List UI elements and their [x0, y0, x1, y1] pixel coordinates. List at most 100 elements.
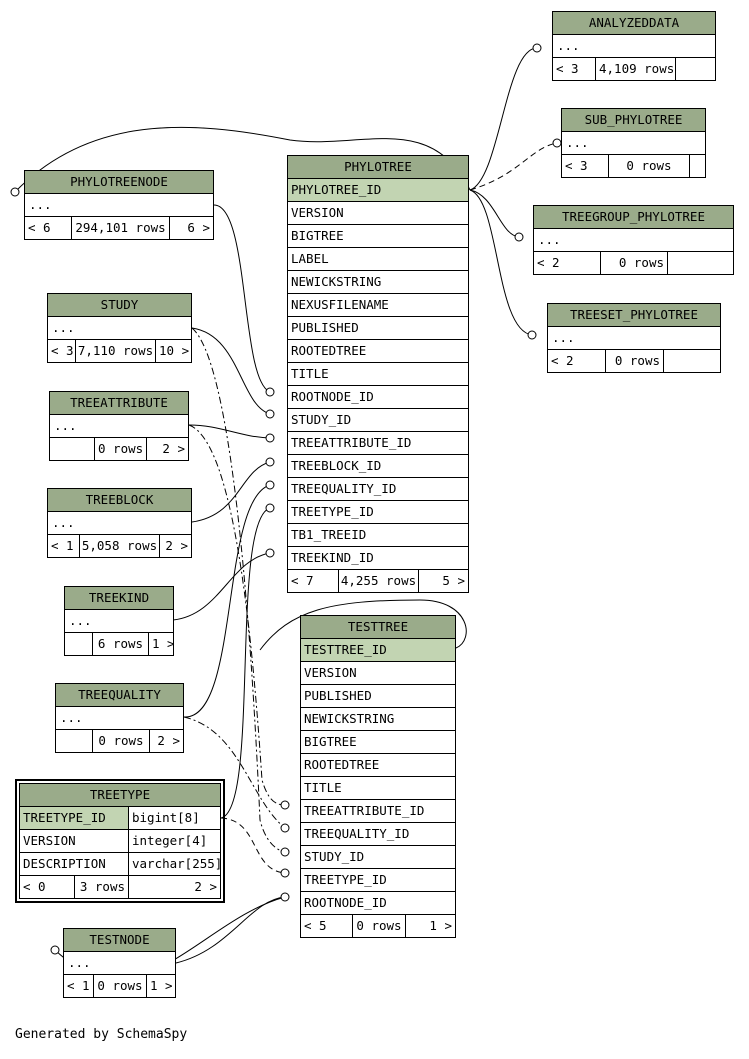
row-count: 7,110 rows	[76, 340, 156, 362]
row-count: 294,101 rows	[72, 217, 170, 239]
table-phylotree[interactable]: PHYLOTREE PHYLOTREE_ID VERSION BIGTREE L…	[287, 155, 469, 593]
table-treekind[interactable]: TREEKIND ... 6 rows 1 >	[64, 586, 174, 656]
column-name: TREETYPE_ID	[20, 807, 129, 829]
table-column: ...	[562, 132, 705, 155]
table-title: TREEBLOCK	[48, 489, 191, 512]
table-testtree[interactable]: TESTTREE TESTTREE_ID VERSION PUBLISHED N…	[300, 615, 456, 938]
children-count	[676, 58, 715, 80]
table-sub-phylotree[interactable]: SUB_PHYLOTREE ... < 3 0 rows	[561, 108, 706, 178]
row-count: 4,109 rows	[596, 58, 676, 80]
parents-count: < 0	[20, 876, 75, 898]
table-column-row: VERSION integer[4]	[20, 830, 220, 853]
parents-count	[56, 730, 93, 752]
table-footer: < 1 5,058 rows 2 >	[48, 535, 191, 557]
table-footer: < 5 0 rows 1 >	[301, 915, 455, 937]
column-treequality-id: TREEQUALITY_ID	[301, 823, 455, 846]
table-footer: < 0 3 rows 2 >	[20, 876, 220, 898]
children-count: 5 >	[442, 573, 465, 588]
column-newickstring: NEWICKSTRING	[288, 271, 468, 294]
table-treetype[interactable]: TREETYPE TREETYPE_ID bigint[8] VERSION i…	[15, 779, 225, 903]
parents-count	[65, 633, 93, 655]
column-label: LABEL	[288, 248, 468, 271]
column-treeblock-id: TREEBLOCK_ID	[288, 455, 468, 478]
table-footer: 0 rows 2 >	[50, 438, 188, 460]
table-title: STUDY	[48, 294, 191, 317]
children-count: 2 >	[194, 879, 217, 894]
table-title: TREEKIND	[65, 587, 173, 610]
parents-count: < 2	[534, 252, 601, 274]
column-treequality-id: TREEQUALITY_ID	[288, 478, 468, 501]
parents-count: < 6	[25, 217, 72, 239]
table-treegroup-phylotree[interactable]: TREEGROUP_PHYLOTREE ... < 2 0 rows	[533, 205, 734, 275]
children-count	[690, 155, 705, 177]
column-newickstring: NEWICKSTRING	[301, 708, 455, 731]
row-count: 3 rows	[75, 876, 129, 898]
table-column: ...	[553, 35, 715, 58]
parents-count: < 3	[553, 58, 596, 80]
table-title: TESTTREE	[301, 616, 455, 639]
children-count: 2 >	[162, 441, 185, 456]
children-count	[664, 350, 720, 372]
parents-count: < 2	[548, 350, 606, 372]
column-study-id: STUDY_ID	[301, 846, 455, 869]
table-phylotreenode[interactable]: PHYLOTREENODE ... < 6 294,101 rows 6 >	[24, 170, 214, 240]
row-count: 0 rows	[601, 252, 668, 274]
table-title: TREEGROUP_PHYLOTREE	[534, 206, 733, 229]
column-rootnode-id: ROOTNODE_ID	[288, 386, 468, 409]
table-title: SUB_PHYLOTREE	[562, 109, 705, 132]
column-title: TITLE	[288, 363, 468, 386]
children-count: 1 >	[150, 978, 173, 993]
row-count: 0 rows	[353, 915, 406, 937]
column-type: bigint[8]	[129, 807, 220, 829]
column-treekind-id: TREEKIND_ID	[288, 547, 468, 570]
table-treeblock[interactable]: TREEBLOCK ... < 1 5,058 rows 2 >	[47, 488, 192, 558]
parents-count: < 3	[48, 340, 76, 362]
table-testnode[interactable]: TESTNODE ... < 1 0 rows 1 >	[63, 928, 176, 998]
row-count: 4,255 rows	[339, 570, 419, 592]
column-treeattribute-id: TREEATTRIBUTE_ID	[288, 432, 468, 455]
table-title: TREEATTRIBUTE	[50, 392, 188, 415]
table-analyzeddata[interactable]: ANALYZEDDATA ... < 3 4,109 rows	[552, 11, 716, 81]
table-treeset-phylotree[interactable]: TREESET_PHYLOTREE ... < 2 0 rows	[547, 303, 721, 373]
table-treeattribute[interactable]: TREEATTRIBUTE ... 0 rows 2 >	[49, 391, 189, 461]
row-count: 6 rows	[93, 633, 149, 655]
table-footer: < 6 294,101 rows 6 >	[25, 217, 213, 239]
children-count: 1 >	[152, 636, 173, 651]
column-version: VERSION	[301, 662, 455, 685]
table-column-row: DESCRIPTION varchar[255]	[20, 853, 220, 876]
children-count: 2 >	[165, 538, 188, 553]
table-footer: < 7 4,255 rows 5 >	[288, 570, 468, 592]
column-bigtree: BIGTREE	[301, 731, 455, 754]
table-column-row: TREETYPE_ID bigint[8]	[20, 807, 220, 830]
generated-by-caption: Generated by SchemaSpy	[15, 1027, 188, 1042]
table-footer: 6 rows 1 >	[65, 633, 173, 655]
table-study[interactable]: STUDY ... < 3 7,110 rows 10 >	[47, 293, 192, 363]
column-treetype-id: TREETYPE_ID	[301, 869, 455, 892]
table-footer: 0 rows 2 >	[56, 730, 183, 752]
column-type: varchar[255]	[132, 856, 220, 871]
column-study-id: STUDY_ID	[288, 409, 468, 432]
column-treetype-id: TREETYPE_ID	[288, 501, 468, 524]
table-footer: < 2 0 rows	[548, 350, 720, 372]
table-title: TREESET_PHYLOTREE	[548, 304, 720, 327]
table-title: TESTNODE	[64, 929, 175, 952]
column-type: integer[4]	[132, 833, 208, 848]
table-footer: < 3 7,110 rows 10 >	[48, 340, 191, 362]
column-testtree-id: TESTTREE_ID	[301, 639, 455, 662]
table-column: ...	[50, 415, 188, 438]
table-column: ...	[548, 327, 720, 350]
row-count: 0 rows	[606, 350, 664, 372]
column-published: PUBLISHED	[288, 317, 468, 340]
table-treequality[interactable]: TREEQUALITY ... 0 rows 2 >	[55, 683, 184, 753]
parents-count: < 7	[288, 570, 339, 592]
table-column: ...	[65, 610, 173, 633]
table-column: ...	[64, 952, 175, 975]
table-footer: < 3 0 rows	[562, 155, 705, 177]
row-count: 0 rows	[95, 438, 147, 460]
parents-count	[50, 438, 95, 460]
row-count: 0 rows	[609, 155, 690, 177]
row-count: 5,058 rows	[80, 535, 160, 557]
column-treeattribute-id: TREEATTRIBUTE_ID	[301, 800, 455, 823]
children-count: 6 >	[187, 220, 210, 235]
